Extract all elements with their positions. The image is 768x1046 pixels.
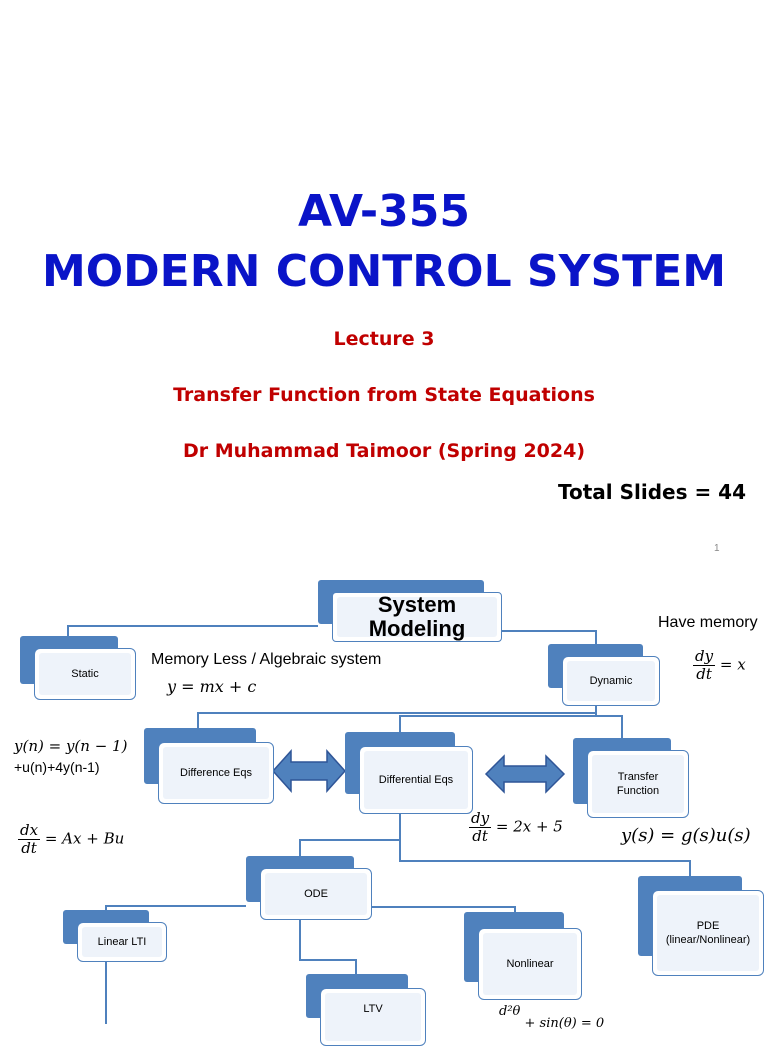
ode-example-numerator: dy — [469, 809, 492, 828]
node-dynamic-label: Dynamic — [589, 675, 633, 687]
node-system-modeling-label: System Modeling — [368, 592, 466, 641]
connector-ode-ltv — [299, 920, 357, 976]
connector-ode-nonlinear — [372, 906, 516, 912]
ode-example-rhs: = 2x + 5 — [495, 817, 563, 836]
author-line: Dr Muhammad Taimoor (Spring 2024) — [182, 440, 586, 462]
nonlinear-equation-numerator: d²θ — [499, 1004, 521, 1019]
transfer-function-equation: y(s) = g(s)u(s) — [621, 825, 751, 846]
node-static-label: Static — [71, 668, 99, 680]
node-difference-eqs-label: Difference Eqs — [180, 767, 252, 779]
connector-dynamic-differential — [399, 700, 597, 732]
have-memory-label: Have memory — [658, 614, 758, 631]
connector-root-dynamic — [500, 630, 597, 644]
connector-root-static — [67, 625, 318, 636]
node-transfer-function-label-line1: Transfer — [617, 771, 659, 783]
connector-lines — [67, 625, 691, 1024]
node-pde-label-line2: (linear/Nonlinear) — [665, 934, 751, 946]
node-ltv-label: LTV — [363, 1003, 383, 1015]
double-arrow-left — [271, 749, 347, 793]
node-nonlinear-label: Nonlinear — [506, 958, 554, 970]
difference-equation-line2: +u(n)+4y(n-1) — [14, 759, 100, 775]
node-pde-label-line1: PDE — [696, 920, 720, 932]
course-title: MODERN CONTROL SYSTEM — [41, 246, 727, 297]
node-transfer-function-label-line2: Function — [616, 785, 660, 797]
dynamic-equation-denominator: dt — [696, 665, 712, 683]
state-equation-rhs: = Ax + Bu — [44, 829, 125, 848]
page-number: 1 — [714, 543, 720, 554]
node-differential-eqs-label: Differential Eqs — [378, 774, 454, 786]
state-equation-denominator: dt — [21, 839, 37, 857]
lecture-topic: Transfer Function from State Equations — [173, 384, 595, 406]
total-slides: Total Slides = 44 — [558, 480, 747, 504]
state-equation-numerator: dx — [18, 821, 41, 840]
connector-dynamic-difference — [197, 700, 597, 728]
node-ode-label: ODE — [304, 888, 328, 900]
ode-example-denominator: dt — [472, 827, 488, 845]
difference-equation-line1: y(n) = y(n − 1) — [14, 737, 128, 755]
memory-less-label: Memory Less / Algebraic system — [151, 651, 382, 668]
system-modeling-diagram: System Modeling Static Dynamic Differenc… — [0, 560, 768, 1046]
connector-differential-ode — [299, 812, 401, 856]
title-slide: AV-355 MODERN CONTROL SYSTEM Lecture 3 T… — [41, 186, 747, 554]
course-code: AV-355 — [297, 186, 471, 237]
dynamic-equation-numerator: dy — [693, 647, 716, 666]
lecture-number: Lecture 3 — [333, 328, 435, 350]
dynamic-equation-rhs: = x — [719, 655, 746, 674]
nonlinear-equation: d²θ + sin(θ) = 0 — [499, 1004, 604, 1031]
static-equation: y = mx + c — [167, 677, 257, 696]
double-arrow-right — [484, 754, 566, 794]
connector-differential-pde — [399, 812, 691, 876]
node-linear-lti-label: Linear LTI — [97, 936, 147, 948]
connector-dynamic-transfer — [596, 715, 623, 738]
